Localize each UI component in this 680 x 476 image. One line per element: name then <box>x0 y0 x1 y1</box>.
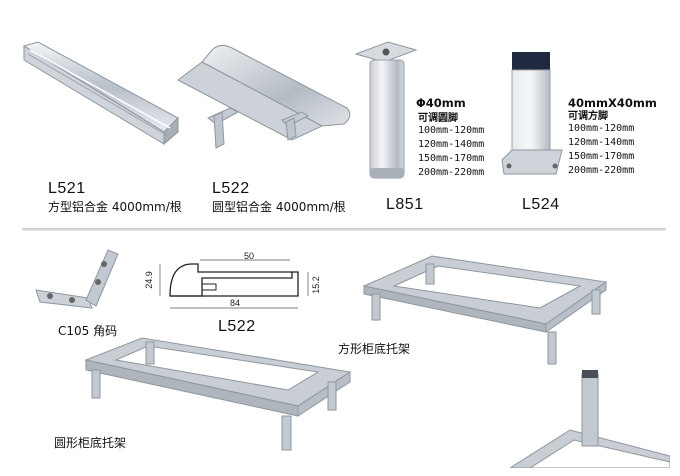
l524-range-4: 200mm-220mm <box>568 165 635 176</box>
c105-label: C105 角码 <box>58 324 118 338</box>
dim-top: 50 <box>244 251 255 261</box>
l522-dimension-diagram <box>159 259 309 309</box>
l851-range-4: 200mm-220mm <box>418 167 485 178</box>
l522-code: L522 <box>212 180 250 197</box>
l524-size: 40mmX40mm <box>568 96 657 110</box>
l851-range-2: 120mm-140mm <box>418 139 485 150</box>
l524-range-3: 150mm-170mm <box>568 151 635 162</box>
l851-range-1: 100mm-120mm <box>418 125 485 136</box>
c105-corner-image <box>35 249 119 309</box>
l524-square-leg-image <box>501 52 563 175</box>
l524-range-2: 120mm-140mm <box>568 137 635 148</box>
round-frame-image <box>84 337 352 451</box>
l851-type: 可调圆脚 <box>418 113 458 124</box>
l851-diameter: Φ40mm <box>416 96 466 110</box>
l522-profile-image <box>177 44 351 149</box>
dim-right: 15.2 <box>310 276 321 294</box>
diagram-code: L522 <box>218 318 256 335</box>
l524-type: 可调方脚 <box>568 111 608 122</box>
l524-code: L524 <box>522 196 560 213</box>
l851-range-3: 150mm-170mm <box>418 153 485 164</box>
corner-detail-image <box>510 370 670 468</box>
round-frame-label: 圆形柜底托架 <box>54 436 127 450</box>
l524-range-list: 100mm-120mm 120mm-140mm 150mm-170mm 200m… <box>568 122 634 178</box>
l524-range-1: 100mm-120mm <box>568 123 635 134</box>
dim-left: 24.9 <box>143 271 154 289</box>
l521-desc: 方型铝合金 4000mm/根 <box>48 200 182 214</box>
square-frame-image <box>362 255 608 365</box>
l522-desc: 圆型铝合金 4000mm/根 <box>212 200 346 214</box>
section-divider <box>22 228 666 231</box>
dim-bottom: 84 <box>230 298 241 308</box>
l851-range-list: 100mm-120mm 120mm-140mm 150mm-170mm 200m… <box>418 124 484 180</box>
l521-code: L521 <box>48 180 86 197</box>
l851-round-leg-image <box>354 41 418 179</box>
l851-code: L851 <box>386 196 424 213</box>
square-frame-label: 方形柜底托架 <box>338 342 411 356</box>
l521-profile-image <box>22 41 179 146</box>
